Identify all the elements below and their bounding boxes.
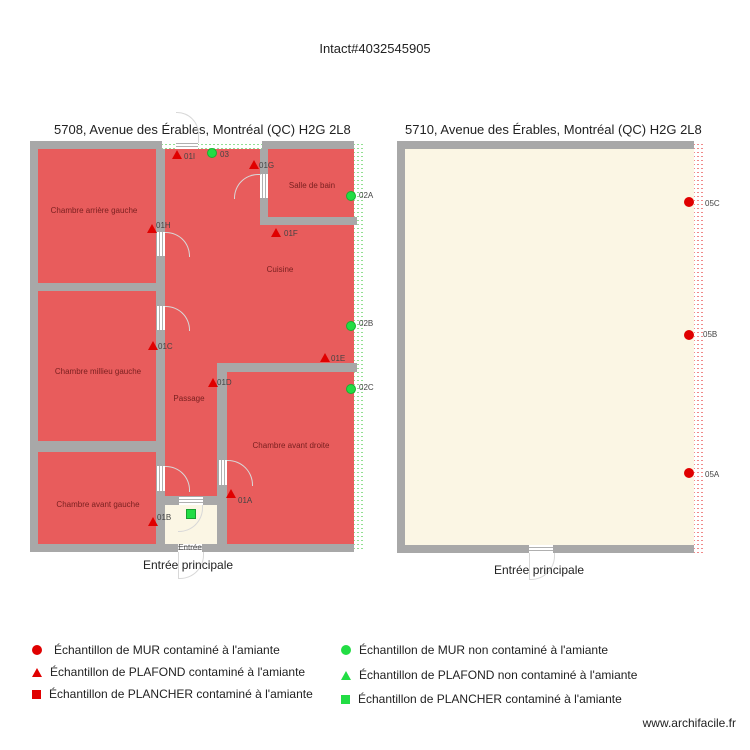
plan-5710-address: 5710, Avenue des Érables, Montréal (QC) … [405,122,702,137]
wall-right-hatch [354,141,363,552]
legend-label: Échantillon de PLANCHER contaminé à l'am… [49,687,313,701]
sample-wall-contaminated[interactable] [684,197,694,207]
legend-item: Échantillon de PLANCHER contaminé à l'am… [32,687,313,701]
wall-interior-left [156,149,165,544]
sample-label: 03 [220,150,229,159]
legend-label: Échantillon de PLANCHER contaminé à l'am… [358,692,622,706]
legend-label: Échantillon de MUR contaminé à l'amiante [54,643,280,657]
wall-top-hatch [162,141,262,149]
sample-label: 01A [238,496,253,505]
wall-kitchen-bottom [217,363,357,372]
sample-label: 02A [359,191,374,200]
room-label: Passage [173,394,205,403]
room-chambre-avant-droite [227,372,354,544]
sample-ceiling-contaminated[interactable] [148,517,158,526]
sample-label: 02C [359,383,374,392]
sample-label: 01C [158,342,173,351]
room-chambre-avant-gauche [38,452,156,544]
sample-wall-clean[interactable] [346,191,356,201]
room-label: Chambre avant droite [252,441,330,450]
wall-top [397,141,697,149]
room-label: Cuisine [266,265,294,274]
door-top[interactable] [176,141,198,149]
room-chambre-arriere-gauche [38,149,156,283]
room-salle-de-bain [268,149,354,217]
legend-item: Échantillon de PLAFOND contaminé à l'ami… [32,665,305,679]
sample-wall-contaminated[interactable] [684,468,694,478]
sample-ceiling-contaminated[interactable] [271,228,281,237]
main-entry-label: Entrée principale [143,558,234,572]
wall-passage-right [217,363,227,544]
sample-label: 01D [217,378,232,387]
plan-5708-address: 5708, Avenue des Érables, Montréal (QC) … [54,122,351,137]
red-square-icon [32,689,41,699]
legend-item: Échantillon de PLANCHER contaminé à l'am… [341,692,622,706]
sample-label: 01H [156,221,171,230]
door-main-entry[interactable] [178,544,202,552]
sample-ceiling-contaminated[interactable] [172,150,182,159]
sample-wall-clean[interactable] [207,148,217,158]
sample-label: 05C [705,199,720,208]
room-label: Chambre avant gauche [56,500,140,509]
red-circle-icon [32,645,42,655]
legend-label: Échantillon de PLAFOND contaminé à l'ami… [50,665,306,679]
sample-wall-clean[interactable] [346,321,356,331]
legend-item: Échantillon de MUR non contaminé à l'ami… [341,643,608,657]
room-label: Salle de bain [288,181,336,190]
green-triangle-icon [341,670,351,680]
door-main-entry[interactable] [529,545,553,553]
drawing-title: Intact#4032545905 [319,41,431,56]
green-circle-icon [341,645,351,655]
room-label: Entrée [178,543,202,552]
wall-right-hatch [694,141,703,553]
door-bathroom[interactable] [260,174,268,198]
legend-item: Échantillon de PLAFOND non contaminé à l… [341,668,637,682]
room-label: Chambre arrière gauche [50,206,138,215]
green-square-icon [341,694,350,704]
sample-ceiling-contaminated[interactable] [320,353,330,362]
sample-wall-clean[interactable] [346,384,356,394]
door-chambre-arriere[interactable] [157,232,165,256]
room-5710-main [405,149,694,545]
sample-label: 02B [359,319,374,328]
door-top-swing [176,112,199,143]
red-triangle-icon [32,667,42,677]
room-chambre-millieu-gauche [38,291,156,441]
sample-ceiling-contaminated[interactable] [249,160,259,169]
legend-label: Échantillon de MUR non contaminé à l'ami… [359,643,609,657]
wall-left-room-divider-1 [38,283,156,291]
door-chambre-millieu[interactable] [157,306,165,330]
sample-ceiling-contaminated[interactable] [147,224,157,233]
sample-label: 05A [705,470,720,479]
wall-left-room-divider-2 [38,441,156,452]
door-entree-interior[interactable] [179,497,203,505]
main-entry-label: Entrée principale [494,563,585,577]
sample-label: 01G [259,161,275,170]
wall-left [397,141,405,553]
sample-wall-contaminated[interactable] [684,330,694,340]
sample-ceiling-contaminated[interactable] [208,378,218,387]
legend-label: Échantillon de PLAFOND non contaminé à l… [359,668,638,682]
sample-label: 01E [331,354,346,363]
footer-watermark: www.archifacile.fr [642,716,736,730]
wall-bathroom-bottom [260,217,357,225]
room-label: Chambre millieu gauche [54,367,142,376]
sample-label: 01F [284,229,298,238]
door-chambre-avant-gauche[interactable] [157,466,165,491]
door-chambre-avant-droite[interactable] [219,460,227,485]
sample-ceiling-contaminated[interactable] [148,341,158,350]
sample-label: 01I [184,152,196,161]
sample-label: 01B [157,513,172,522]
sample-label: 05B [703,330,718,339]
wall-left [30,141,38,552]
legend-item: Échantillon de MUR contaminé à l'amiante [32,643,280,657]
sample-ceiling-contaminated[interactable] [226,489,236,498]
sample-floor-marker[interactable] [186,509,196,519]
